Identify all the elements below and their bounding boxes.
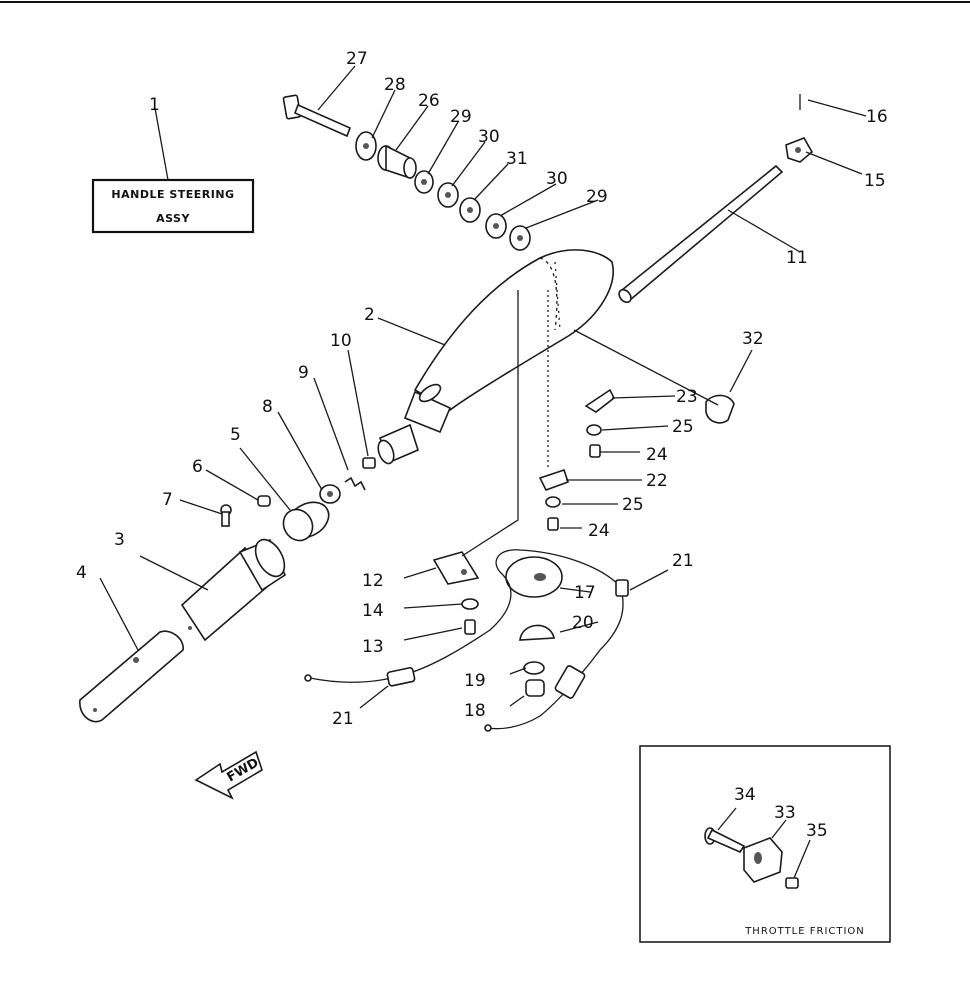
washer-25-upper [586,424,602,436]
callout-15: 15 [864,171,886,191]
callout-27: 27 [346,49,368,69]
screw-13 [464,619,476,635]
throttle-cable [304,549,629,732]
friction-screw-34 [704,827,746,854]
callout-13: 13 [362,637,384,657]
callout-2: 2 [364,305,375,325]
callout-5: 5 [230,425,241,445]
washer-31 [459,197,481,223]
nut-15 [785,137,814,163]
knob-32 [705,394,735,424]
washer-28 [355,131,377,161]
pulley-17 [505,556,563,598]
screw-7 [220,504,232,527]
leader-lines [99,65,867,879]
callout-1: 1 [149,95,160,115]
callout-3: 3 [114,530,125,550]
callout-18: 18 [464,701,486,721]
callout-32: 32 [742,329,764,349]
washer-29-upper [414,170,434,194]
callout-11: 11 [786,248,808,268]
callout-7: 7 [162,490,173,510]
callout-25-upper: 25 [672,417,694,437]
callout-33: 33 [774,803,796,823]
pin-6 [257,495,271,507]
washer-30-upper [437,182,459,208]
callout-34: 34 [734,785,756,805]
inset-label: THROTTLE FRICTION [744,926,865,937]
callout-35: 35 [806,821,828,841]
washer-29-lower [509,225,531,251]
callout-30-upper: 30 [478,127,500,147]
callout-12: 12 [362,571,384,591]
collar-ring [282,501,330,542]
grip-sleeve [79,630,184,723]
washer-30-lower [485,213,507,239]
assembly-label-box: HANDLE STEERING ASSY [91,178,255,234]
washer-25-lower [545,496,561,508]
callout-23: 23 [676,387,698,407]
callout-30-lower: 30 [546,169,568,189]
washer-14 [461,598,479,610]
nut-10 [362,457,376,469]
callout-10: 10 [330,331,352,351]
fwd-arrow: FWD [194,750,263,800]
spring-9 [344,476,366,491]
bushing-26 [377,144,417,180]
callout-25-lower: 25 [622,495,644,515]
callout-21-right: 21 [672,551,694,571]
callout-26: 26 [418,91,440,111]
callout-6: 6 [192,457,203,477]
washer-8 [319,484,341,504]
callout-21-left: 21 [332,709,354,729]
steering-handle-body [377,249,614,465]
callout-29-upper: 29 [450,107,472,127]
callout-24-lower: 24 [588,521,610,541]
collar-18 [525,679,545,697]
callout-8: 8 [262,397,273,417]
callout-20: 20 [572,613,594,633]
assembly-label-line2: ASSY [156,212,190,225]
clip-22 [538,468,570,491]
callout-24-upper: 24 [646,445,668,465]
callout-4: 4 [76,563,87,583]
screw-24-upper [589,444,601,458]
callout-9: 9 [298,363,309,383]
callout-22: 22 [646,471,668,491]
throttle-shaft-11 [618,164,784,304]
throttle-grip [180,538,287,642]
clip-23 [584,388,616,413]
bolt-27 [282,94,352,138]
friction-nut-35 [785,877,799,889]
screw-24-lower [547,517,559,531]
callout-numbers: 1 2 3 4 5 6 7 8 9 10 11 12 13 14 15 16 1… [76,49,888,841]
callout-29-lower: 29 [586,187,608,207]
bracket-12 [432,551,480,585]
assembly-label-line1: HANDLE STEERING [111,188,234,201]
friction-block-33 [743,837,783,883]
cam-20 [519,624,555,641]
callout-28: 28 [384,75,406,95]
washer-19 [523,661,545,675]
callout-16: 16 [866,107,888,127]
callout-14: 14 [362,601,384,621]
callout-19: 19 [464,671,486,691]
callout-31: 31 [506,149,528,169]
callout-17: 17 [574,583,596,603]
